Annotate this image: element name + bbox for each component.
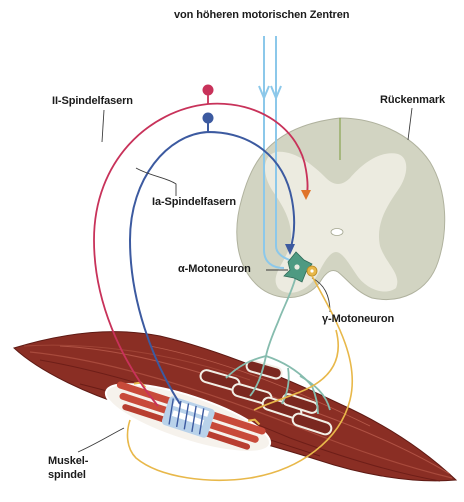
type-ii-cell-body bbox=[203, 85, 214, 96]
type-ia-cell-body bbox=[203, 113, 214, 124]
central-canal bbox=[331, 229, 343, 236]
label-gamma-motoneuron: γ-Motoneuron bbox=[322, 313, 394, 326]
leader-spinal-cord bbox=[408, 108, 412, 140]
label-spinal-cord: Rückenmark bbox=[380, 94, 445, 107]
label-muscle-spindle-line1: Muskel- bbox=[48, 455, 88, 468]
label-muscle-spindle-line2: spindel bbox=[48, 469, 86, 482]
label-type-ii-fibers: II-Spindelfasern bbox=[52, 95, 133, 108]
label-type-ia-fibers: Ia-Spindelfasern bbox=[152, 196, 236, 209]
alpha-motoneuron-nucleus bbox=[294, 264, 299, 269]
gamma-motoneuron bbox=[307, 266, 317, 276]
leader-muscle-spindle bbox=[78, 428, 124, 452]
leader-type-ii bbox=[102, 110, 104, 142]
label-higher-motor-centers: von höheren motorischen Zentren bbox=[174, 9, 349, 22]
gamma-motoneuron-nucleus bbox=[310, 269, 313, 272]
spinal-cord bbox=[237, 118, 445, 300]
label-alpha-motoneuron: α-Motoneuron bbox=[178, 263, 251, 276]
